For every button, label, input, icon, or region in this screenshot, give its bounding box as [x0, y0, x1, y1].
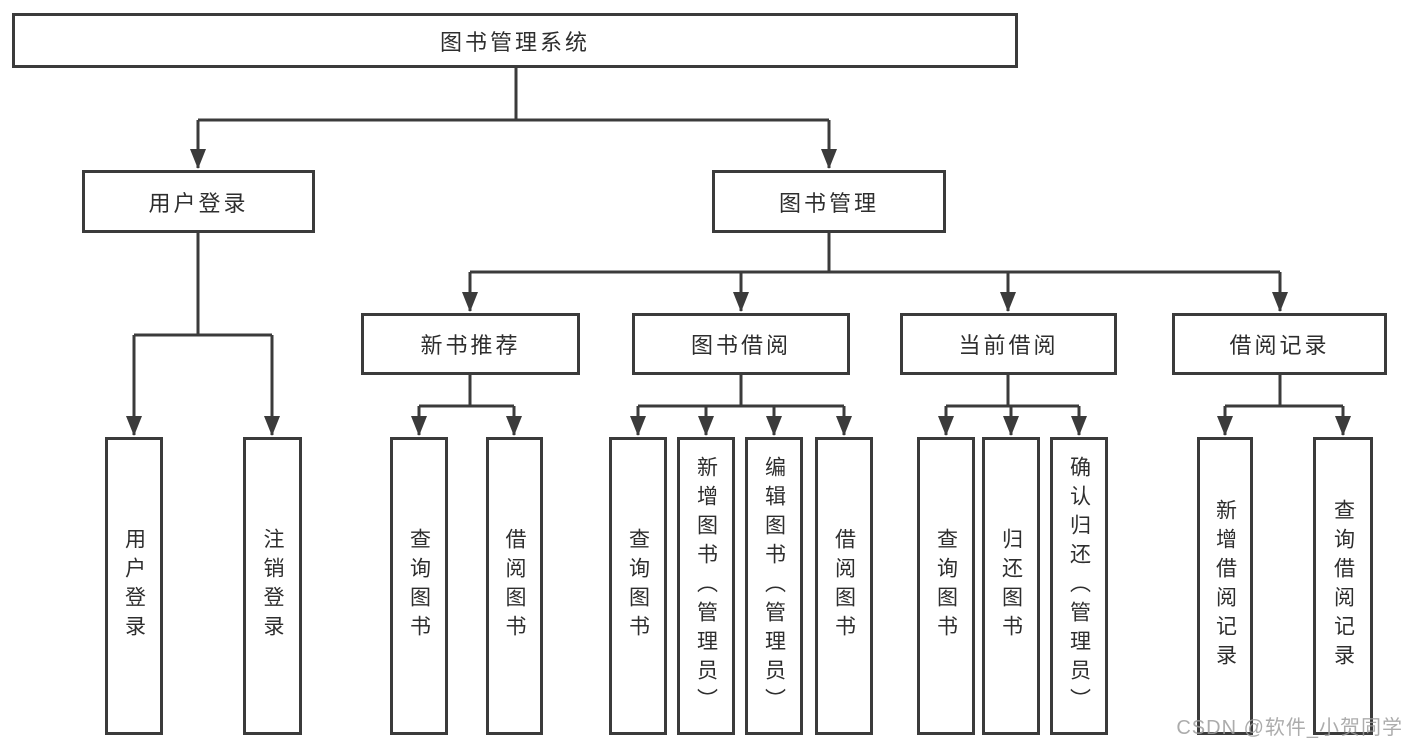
node-label: 图书借阅 [690, 333, 791, 358]
leaf-user-login: 用户登录 [105, 437, 163, 735]
node-current-borrow: 当前借阅 [900, 313, 1117, 375]
connector-borrow-records-to-leaves [1217, 375, 1351, 436]
leaf-borrow-borrow: 借阅图书 [815, 437, 873, 735]
leaf-current-query: 查询图书 [917, 437, 975, 735]
connector-user-login-to-leaves [126, 233, 280, 436]
node-label: 查询借阅记录 [1331, 499, 1355, 673]
leaf-borrow-add-admin: 新增图书（管理员） [677, 437, 735, 735]
connector-book-borrow-to-leaves [630, 375, 852, 436]
node-label: 借阅图书 [503, 528, 526, 644]
leaf-records-query: 查询借阅记录 [1313, 437, 1373, 735]
node-label: 查询图书 [934, 528, 958, 644]
leaf-logout: 注销登录 [243, 437, 302, 735]
connector-book-mgmt-to-level3 [462, 233, 1288, 312]
node-label: 新增图书（管理员） [694, 455, 718, 717]
leaf-current-return: 归还图书 [982, 437, 1040, 735]
node-label: 归还图书 [999, 528, 1023, 644]
node-label: 新书推荐 [420, 333, 521, 358]
node-new-book-recommend: 新书推荐 [361, 313, 580, 375]
node-root-system: 图书管理系统 [12, 13, 1018, 68]
node-book-borrow: 图书借阅 [632, 313, 850, 375]
leaf-borrow-query: 查询图书 [609, 437, 667, 735]
leaf-newbooks-borrow: 借阅图书 [486, 437, 543, 735]
node-label: 确认归还（管理员） [1067, 455, 1091, 717]
node-borrow-records: 借阅记录 [1172, 313, 1387, 375]
node-label: 借阅记录 [1229, 333, 1330, 358]
leaf-borrow-edit-admin: 编辑图书（管理员） [745, 437, 803, 735]
node-label: 用户登录 [122, 528, 146, 644]
node-user-login: 用户登录 [82, 170, 315, 233]
node-label: 借阅图书 [832, 528, 856, 644]
node-label: 查询图书 [407, 528, 431, 644]
connector-root-to-level2 [190, 68, 837, 169]
node-label: 新增借阅记录 [1213, 499, 1237, 673]
connector-new-books-to-leaves [411, 375, 522, 436]
node-label: 编辑图书（管理员） [762, 455, 786, 717]
node-label: 查询图书 [626, 528, 650, 644]
connector-current-borrow-to-leaves [938, 375, 1087, 436]
node-label: 图书管理系统 [439, 29, 590, 55]
csdn-watermark: CSDN @软件_小贺同学 [1176, 717, 1403, 739]
leaf-newbooks-query: 查询图书 [390, 437, 448, 735]
leaf-current-confirm-admin: 确认归还（管理员） [1050, 437, 1108, 735]
node-label: 用户登录 [148, 190, 249, 216]
node-label: 图书管理 [778, 190, 879, 216]
node-label: 当前借阅 [958, 333, 1059, 358]
node-label: 注销登录 [261, 528, 284, 644]
node-book-management: 图书管理 [712, 170, 946, 233]
leaf-records-add: 新增借阅记录 [1197, 437, 1253, 735]
